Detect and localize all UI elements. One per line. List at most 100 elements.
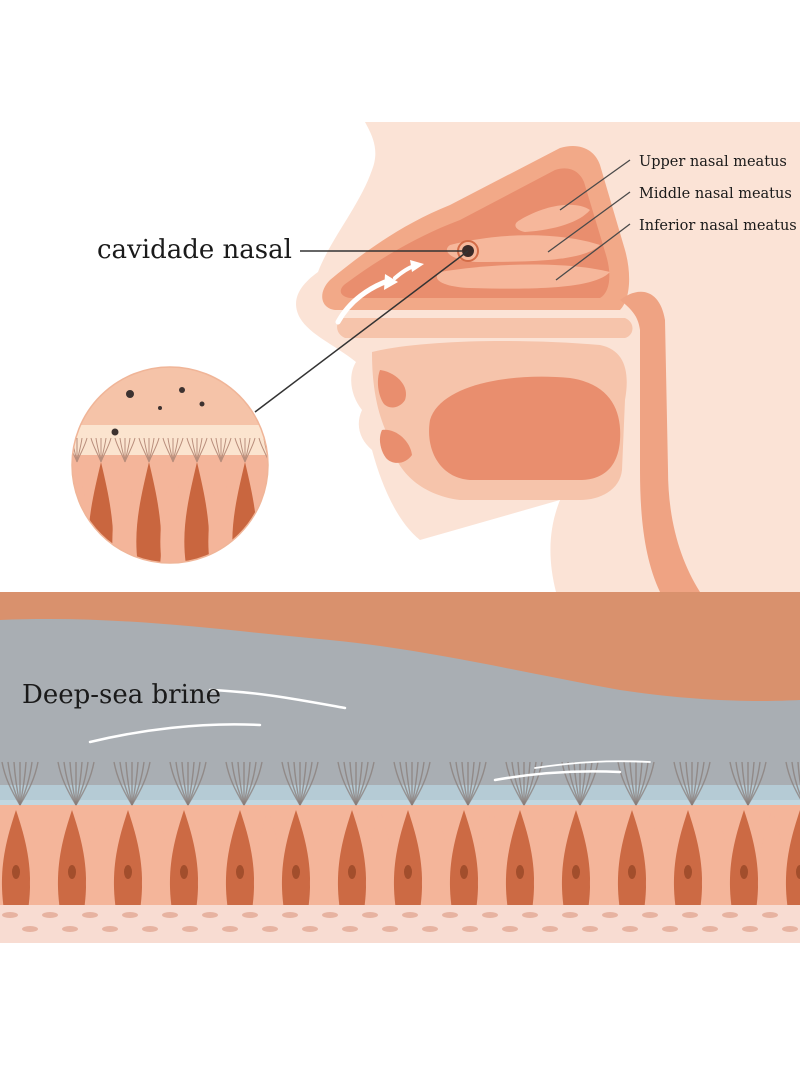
magnified-cilium [269,438,279,462]
flow-streak [534,760,651,769]
cilium [791,761,800,797]
cilium [511,761,525,806]
epithelium-band: Deep-sea brine [0,592,800,943]
cilium [63,761,77,806]
magnified-cilium [76,437,88,463]
epithelial-cell [589,810,619,910]
epithelial-cell [113,810,143,910]
epithelial-cell [309,810,339,910]
epithelial-cell [477,810,507,910]
cilium [287,761,301,806]
epithelial-cell [281,810,311,910]
nasal-cavity-label: cavidade nasal [97,235,292,265]
airflow-arrowhead-2 [410,260,424,272]
cell-nucleus [796,865,800,879]
basement-cell [362,912,378,918]
lower-lip [379,429,412,463]
magnified-cilium [269,438,274,462]
basement-layer [0,905,800,943]
magnified-cell [112,462,138,563]
cell-nucleus [404,865,412,879]
magnified-cell [160,462,186,563]
basement-cell [522,912,538,918]
magnified-cilium [220,437,232,463]
epithelial-cell [701,810,731,910]
cilium [343,761,357,806]
basement-cell [242,912,258,918]
basement-cells [2,912,798,932]
cilium [461,761,469,806]
cilium [13,761,21,806]
magnified-cilium [244,437,256,463]
basement-cell [602,912,618,918]
basement-cell [202,912,218,918]
basement-cell [122,912,138,918]
basement-cell [62,926,78,932]
cilium [467,761,487,806]
epithelial-cell [757,810,787,910]
cilium [517,761,525,806]
epithelial-cell [505,810,535,910]
basement-cell [262,926,278,932]
cilium [187,761,207,806]
cell-nucleus [292,865,300,879]
cilium [785,761,800,800]
cilium [623,761,637,806]
epithelial-cell [29,810,59,910]
basement-cell [182,926,198,932]
cilium [293,761,301,806]
cilium [735,761,749,806]
basement-cell [302,926,318,932]
airflow-arrowhead [384,274,398,290]
brine-layer [0,619,800,800]
epithelial-cell [197,810,227,910]
cilium [411,761,431,806]
magnified-cilium [143,437,150,463]
basement-cell [142,926,158,932]
meatus-labels: Upper nasal meatus Middle nasal meatus I… [97,154,797,413]
particle-dot-icon [98,376,102,380]
cell-nucleus [684,865,692,879]
basement-cell [482,912,498,918]
basement-cell [222,926,238,932]
epithelial-cell [533,810,563,910]
magnified-cilium [100,437,112,463]
basement-cell [422,926,438,932]
cilium [7,761,21,806]
cilium [455,761,469,806]
epithelial-cell [393,810,423,910]
basement-cell [22,926,38,932]
leader-middle [547,191,631,253]
cilium [231,761,245,806]
magnified-cilium [172,437,184,463]
cilium [567,761,581,806]
cell-nucleus [516,865,524,879]
basement-cell [282,912,298,918]
basement-cell [162,912,178,918]
basement-cell [542,926,558,932]
cilium [629,761,637,806]
cilium [679,761,693,806]
head-cross-section [296,122,800,592]
cell-nucleus [628,865,636,879]
cilium [175,761,189,806]
magnified-cilium [191,437,198,463]
upper-lip [377,370,406,408]
epithelial-cells [1,810,800,910]
epithelial-cell [729,810,759,910]
epithelial-cell [421,810,451,910]
cilium [299,761,319,806]
cilium [19,761,39,806]
basement-cell [722,912,738,918]
basement-cell [682,912,698,918]
magnified-cell [184,462,210,563]
epithelial-cell [1,810,31,910]
basement-cell [402,912,418,918]
flow-streak [88,723,262,744]
cell-nucleus [460,865,468,879]
cell-nucleus [740,865,748,879]
basement-cell [782,926,798,932]
basement-cell [622,926,638,932]
epithelial-cell [365,810,395,910]
cilium [131,761,151,806]
